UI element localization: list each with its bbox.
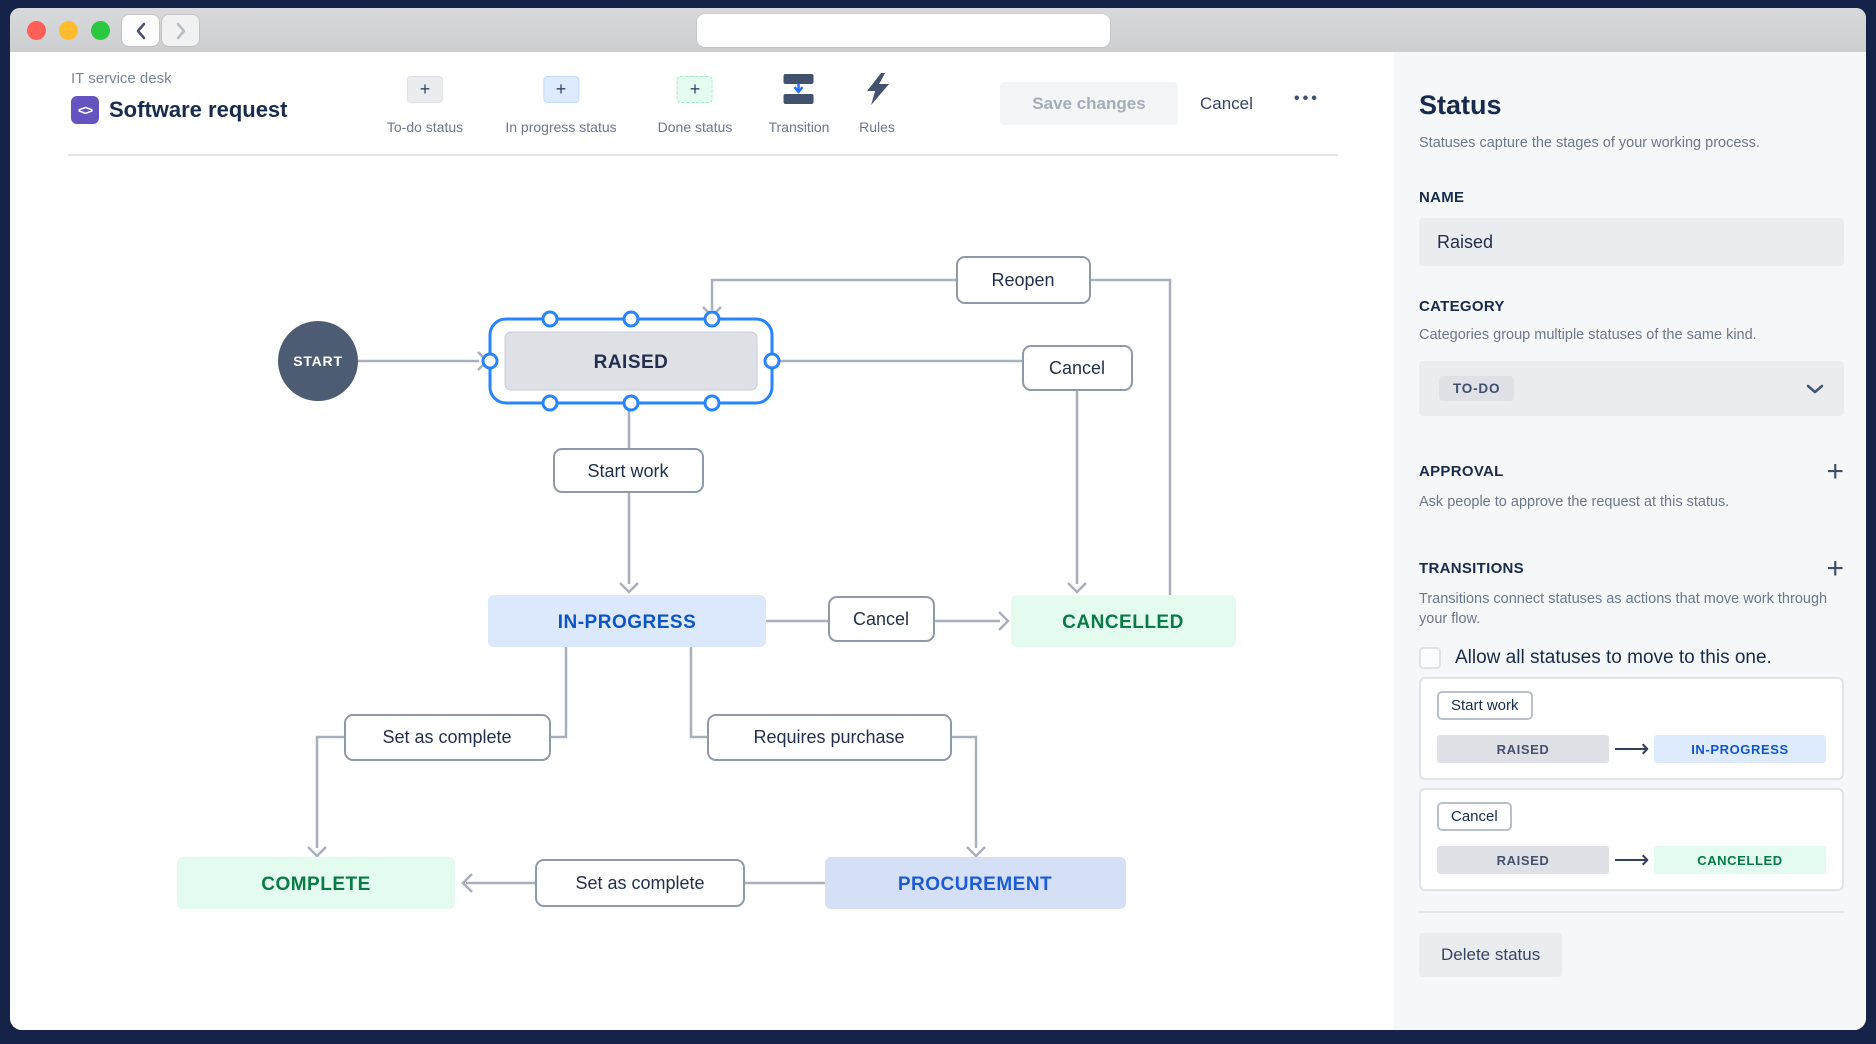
- arrow-right-icon: ⟶: [1613, 846, 1650, 874]
- to-status-badge: IN-PROGRESS: [1654, 735, 1826, 763]
- node-raised-selected[interactable]: RAISED: [481, 310, 781, 412]
- add-approval-button[interactable]: +: [1826, 454, 1844, 488]
- category-description: Categories group multiple statuses of th…: [1419, 327, 1757, 343]
- close-window-button[interactable]: [27, 21, 46, 40]
- transition-name-button[interactable]: Start work: [1437, 691, 1533, 720]
- svg-text:PROCUREMENT: PROCUREMENT: [898, 874, 1052, 895]
- category-dropdown[interactable]: TO-DO: [1419, 361, 1844, 416]
- plus-icon[interactable]: +: [406, 76, 443, 103]
- edge-cancel-raised-to-cancelled[interactable]: [772, 359, 1087, 594]
- transitions-label: TRANSITIONS: [1419, 560, 1524, 577]
- add-todo-status-button[interactable]: + To-do status: [387, 76, 463, 135]
- approval-description: Ask people to approve the request at thi…: [1419, 494, 1730, 510]
- page-title: Software request: [109, 97, 288, 122]
- name-label: NAME: [1419, 189, 1465, 206]
- category-value-badge: TO-DO: [1439, 376, 1515, 401]
- minimize-window-button[interactable]: [59, 21, 78, 40]
- plus-icon[interactable]: +: [677, 76, 713, 103]
- transitions-description: Transitions connect statuses as actions …: [1419, 591, 1828, 627]
- svg-text:START: START: [293, 353, 343, 369]
- save-changes-button[interactable]: Save changes: [1000, 82, 1178, 125]
- status-detail-panel: Status Statuses capture the stages of yo…: [1394, 52, 1866, 1030]
- add-transition-panel-button[interactable]: +: [1826, 551, 1844, 585]
- chevron-right-icon: [176, 22, 185, 39]
- browser-window: Reopen Cancel Start work Cancel Set as c…: [10, 8, 1866, 1030]
- from-status-badge: RAISED: [1437, 846, 1609, 874]
- node-in-progress[interactable]: IN-PROGRESS: [488, 595, 766, 647]
- toolbar-divider: [68, 154, 1338, 156]
- transition-label-start-work[interactable]: Start work: [553, 448, 704, 493]
- approval-label: APPROVAL: [1419, 463, 1504, 480]
- chevron-down-icon: [1806, 384, 1824, 393]
- node-start[interactable]: START: [278, 321, 358, 401]
- category-label: CATEGORY: [1419, 298, 1505, 315]
- browser-forward-button[interactable]: [162, 15, 199, 46]
- svg-text:Cancel: Cancel: [1049, 358, 1105, 378]
- transition-label-cancel-top[interactable]: Cancel: [1022, 345, 1133, 391]
- browser-titlebar: [10, 8, 1866, 53]
- node-cancelled[interactable]: CANCELLED: [1011, 595, 1236, 647]
- delete-status-button[interactable]: Delete status: [1419, 933, 1563, 977]
- transition-label-requires-purchase[interactable]: Requires purchase: [707, 714, 952, 761]
- add-transition-button[interactable]: Transition: [769, 74, 829, 135]
- svg-text:RAISED: RAISED: [594, 352, 669, 373]
- project-code-icon: <>: [71, 96, 99, 124]
- svg-text:Set as complete: Set as complete: [575, 873, 704, 893]
- panel-divider: [1419, 911, 1844, 913]
- edge-start-to-raised[interactable]: [358, 351, 489, 371]
- workflow-editor-canvas: Reopen Cancel Start work Cancel Set as c…: [10, 52, 1394, 1030]
- transition-icon: [783, 74, 814, 104]
- panel-description: Statuses capture the stages of your work…: [1419, 135, 1760, 151]
- node-procurement[interactable]: PROCUREMENT: [825, 857, 1126, 909]
- node-complete[interactable]: COMPLETE: [177, 857, 455, 909]
- svg-text:COMPLETE: COMPLETE: [261, 874, 371, 895]
- breadcrumb[interactable]: IT service desk: [71, 70, 172, 87]
- transition-label-reopen[interactable]: Reopen: [956, 256, 1091, 304]
- allow-all-statuses-label: Allow all statuses to move to this one.: [1455, 647, 1772, 668]
- browser-back-button[interactable]: [122, 15, 159, 46]
- address-bar[interactable]: [697, 14, 1110, 47]
- cancel-button[interactable]: Cancel: [1200, 94, 1253, 113]
- allow-all-statuses-checkbox[interactable]: [1419, 647, 1441, 669]
- to-status-badge: CANCELLED: [1654, 846, 1826, 874]
- svg-text:Requires purchase: Requires purchase: [753, 727, 904, 747]
- edge-reopen-cancelled-to-raised[interactable]: [702, 278, 1172, 595]
- transition-name-button[interactable]: Cancel: [1437, 802, 1512, 831]
- add-done-status-button[interactable]: + Done status: [658, 76, 732, 135]
- lightning-bolt-icon: [866, 73, 889, 105]
- chevron-left-icon: [136, 22, 145, 39]
- svg-text:Start work: Start work: [587, 461, 669, 481]
- transition-label-set-as-complete-upper[interactable]: Set as complete: [344, 714, 551, 761]
- transition-label-set-as-complete-lower[interactable]: Set as complete: [535, 859, 745, 907]
- svg-text:Cancel: Cancel: [853, 609, 909, 629]
- more-options-button[interactable]: •••: [1294, 90, 1320, 107]
- edge-startwork-raised-to-inprogress[interactable]: [619, 403, 639, 594]
- zoom-window-button[interactable]: [91, 21, 110, 40]
- arrow-right-icon: ⟶: [1613, 735, 1650, 763]
- selection-handles[interactable]: [481, 310, 781, 412]
- plus-icon[interactable]: +: [543, 76, 579, 103]
- from-status-badge: RAISED: [1437, 735, 1609, 763]
- rules-button[interactable]: Rules: [859, 73, 895, 135]
- panel-title: Status: [1419, 90, 1502, 120]
- workflow-diagram: Reopen Cancel Start work Cancel Set as c…: [177, 256, 1236, 909]
- transition-card-cancel[interactable]: Cancel RAISED ⟶ CANCELLED: [1419, 788, 1844, 891]
- transition-card-start-work[interactable]: Start work RAISED ⟶ IN-PROGRESS: [1419, 677, 1844, 780]
- transition-label-cancel-mid[interactable]: Cancel: [828, 596, 935, 642]
- svg-text:CANCELLED: CANCELLED: [1062, 612, 1184, 633]
- editor-toolbar: IT service desk <> Software request + To…: [10, 52, 1394, 156]
- add-inprogress-status-button[interactable]: + In progress status: [505, 76, 617, 135]
- svg-text:Set as complete: Set as complete: [382, 727, 511, 747]
- status-name-input[interactable]: [1419, 218, 1844, 266]
- svg-text:IN-PROGRESS: IN-PROGRESS: [558, 612, 697, 633]
- svg-text:Reopen: Reopen: [991, 270, 1054, 290]
